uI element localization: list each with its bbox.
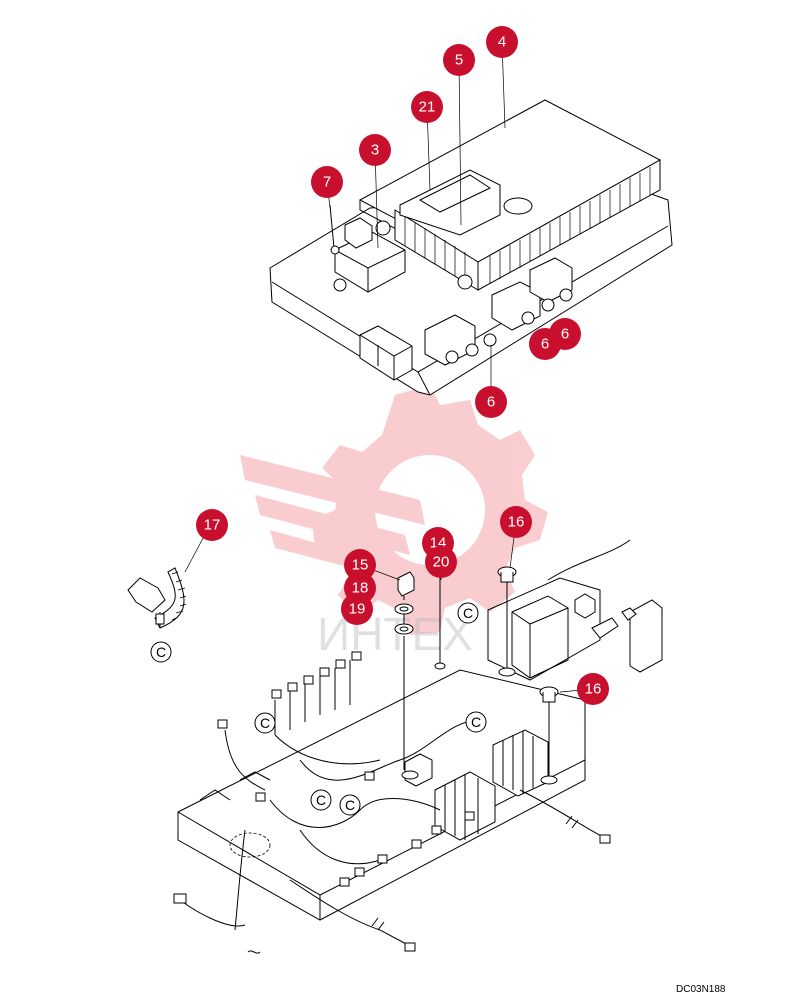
ref-marker-c: C (457, 602, 479, 624)
callout-part: 6 (549, 318, 581, 350)
callout-part: 19 (341, 593, 373, 625)
ref-marker-c: C (310, 789, 332, 811)
svg-text:21: 21 (419, 99, 436, 116)
svg-text:6: 6 (561, 326, 569, 343)
svg-text:20: 20 (433, 554, 450, 571)
harness-tray (173, 539, 663, 954)
svg-text:18: 18 (352, 580, 369, 597)
fasteners (394, 566, 559, 785)
callout-part: 20 (425, 546, 457, 578)
svg-text:19: 19 (349, 601, 366, 618)
part-callouts: 4 5 21 3 7 6 6 6 17 14 20 (196, 26, 609, 705)
ref-marker-c: C (339, 794, 361, 816)
svg-text:15: 15 (352, 557, 369, 574)
svg-text:4: 4 (498, 34, 506, 51)
svg-text:C: C (316, 792, 326, 808)
callout-part: 3 (359, 134, 391, 166)
svg-text:16: 16 (585, 681, 602, 698)
callout-part: 4 (486, 26, 518, 58)
callout-part: 17 (196, 509, 228, 541)
svg-text:C: C (260, 715, 270, 731)
ref-marker-c: C (254, 712, 276, 734)
svg-text:3: 3 (371, 142, 379, 159)
svg-text:C: C (463, 605, 473, 621)
controller-assembly (269, 99, 673, 396)
callout-part: 5 (443, 44, 475, 76)
callout-part: 7 (311, 166, 343, 198)
svg-text:7: 7 (323, 174, 331, 191)
callout-part: 21 (411, 91, 443, 123)
ref-marker-c: C (465, 711, 487, 733)
svg-text:C: C (471, 714, 481, 730)
svg-text:6: 6 (487, 394, 495, 411)
heat-sink (394, 159, 661, 291)
callout-part: 16 (577, 673, 609, 705)
ref-marker-c: C (150, 641, 172, 663)
svg-text:6: 6 (541, 336, 549, 353)
svg-text:17: 17 (204, 517, 221, 534)
connector-tabs (173, 651, 611, 952)
callout-part: 16 (500, 506, 532, 538)
watermark-logo (240, 385, 548, 635)
watermark-text: ИНТЕХ (317, 608, 473, 660)
svg-text:16: 16 (508, 514, 525, 531)
relay-blocks (333, 220, 573, 366)
svg-text:5: 5 (455, 52, 463, 69)
drawing-code: DC03N188 (676, 984, 726, 995)
svg-text:C: C (156, 644, 166, 660)
svg-text:C: C (345, 797, 355, 813)
reference-markers: C C C C C C (150, 602, 487, 816)
cable-clamp (127, 567, 187, 629)
callout-part: 15 (344, 549, 376, 581)
callout-part: 6 (475, 386, 507, 418)
